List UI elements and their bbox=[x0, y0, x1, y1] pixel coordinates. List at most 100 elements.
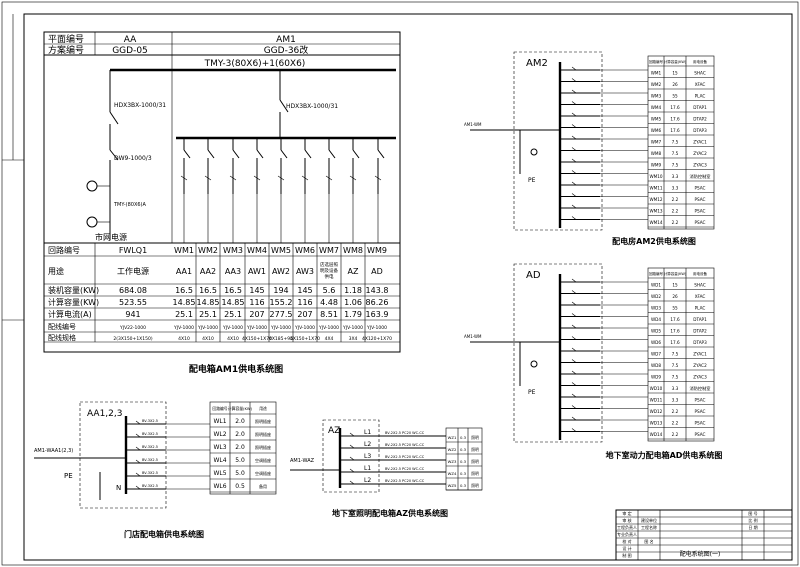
table-cell: 2.2 bbox=[672, 197, 679, 202]
col-header: 计算容量(KW) bbox=[228, 406, 253, 411]
circuits-cell: WM5 bbox=[271, 246, 291, 255]
table-cell: 3.3 bbox=[672, 398, 679, 403]
am2-title: AM2 bbox=[526, 58, 548, 69]
wire_spec-cell: 4X10 bbox=[202, 336, 214, 342]
computed-cell: 116 bbox=[249, 298, 264, 307]
right-breaker-label: HDX3BX-1000/31 bbox=[286, 103, 338, 110]
col-header: 回路编号 bbox=[649, 59, 663, 64]
installed-cell: 5.6 bbox=[323, 286, 336, 295]
current-cell: 25.1 bbox=[199, 310, 217, 319]
table-cell: PLAC bbox=[695, 306, 706, 311]
table-cell: WM12 bbox=[649, 197, 662, 202]
table-cell: XFAC bbox=[695, 294, 706, 299]
feeder-spec: BV-2X2.5 PC20 WC-CC bbox=[385, 467, 425, 471]
table-cell: WD12 bbox=[650, 409, 663, 414]
current-cell: 25.1 bbox=[175, 310, 193, 319]
table-cell: PSAC bbox=[695, 209, 706, 214]
table-cell: 2.0 bbox=[235, 418, 245, 425]
ct-symbol bbox=[530, 148, 538, 156]
current-cell: 25.1 bbox=[224, 310, 242, 319]
table-cell: 2.2 bbox=[672, 220, 679, 225]
table-cell: 17.6 bbox=[670, 128, 680, 133]
ad-box bbox=[513, 263, 603, 443]
inner-border bbox=[23, 13, 793, 561]
circuits-cell: WM1 bbox=[174, 246, 194, 255]
wire_spec-cell: 4X150+1X70 bbox=[290, 336, 320, 342]
titleblock-label: 审 定 bbox=[622, 510, 631, 516]
table-cell: ZYAC3 bbox=[693, 163, 707, 168]
table-cell: WM9 bbox=[651, 163, 662, 168]
table-cell: ZYAC1 bbox=[693, 352, 707, 357]
usage-cell: AA1 bbox=[176, 267, 192, 276]
table-cell: 照明插座 bbox=[255, 431, 271, 437]
svg-text:AM1-WAZ: AM1-WAZ bbox=[290, 458, 315, 464]
table-cell: WZ2 bbox=[448, 447, 457, 452]
table-cell: 17.6 bbox=[670, 105, 680, 110]
am1-label: AM1 bbox=[276, 35, 296, 45]
table-cell: 照明 bbox=[471, 447, 479, 452]
table-cell: SHAC bbox=[694, 283, 706, 288]
table-cell: DTAP2 bbox=[693, 117, 707, 122]
table-cell: WM10 bbox=[649, 174, 662, 179]
wire_no-cell: YJV-1000 bbox=[173, 325, 194, 331]
table-cell: 2.2 bbox=[672, 409, 679, 414]
branch-breaker bbox=[352, 149, 360, 159]
table-cell: 55 bbox=[672, 94, 678, 99]
table-cell: 照明 bbox=[471, 483, 479, 488]
aa-title: AA1,2,3 bbox=[87, 409, 122, 419]
table-cell: DTAP1 bbox=[693, 317, 707, 322]
feeder-spec: BV-3X2.5 bbox=[142, 432, 158, 436]
table-cell: 17.6 bbox=[670, 340, 680, 345]
table-cell: 2.0 bbox=[235, 444, 245, 451]
table-cell: SHAC bbox=[694, 71, 706, 76]
wire_spec-cell: 4X10 bbox=[227, 336, 239, 342]
usage-cell: AW3 bbox=[296, 267, 314, 276]
installed-cell: 145 bbox=[249, 286, 264, 295]
az-caption: 地下室照明配电箱AZ供电系统图 bbox=[332, 508, 448, 518]
circuits-cell: WM6 bbox=[295, 246, 315, 255]
table-cell: 7.5 bbox=[672, 363, 679, 368]
titleblock-label: 日 期 bbox=[748, 524, 757, 530]
installed-cell: 16.5 bbox=[175, 286, 193, 295]
titleblock-label: 图 号 bbox=[748, 510, 757, 516]
table-cell: DTAP3 bbox=[693, 340, 707, 345]
table-cell: WM5 bbox=[651, 117, 662, 122]
usage-cell: AA2 bbox=[200, 267, 216, 276]
table-cell: WM8 bbox=[651, 151, 662, 156]
wire_spec-cell: 3X4 bbox=[349, 336, 358, 342]
feeder-spec: BV-2X2.5 PC20 WC-CC bbox=[385, 431, 425, 435]
phase-label: L2 bbox=[364, 441, 371, 448]
am1-system-diagram: 平面编号 方案编号 AA GGD-05 AM1 GGD-36改 TMY-3(80… bbox=[43, 31, 401, 353]
computed-cell: 1.06 bbox=[344, 298, 362, 307]
am1-data-table: 回路编号用途装机容量(KW)计算容量(KW)计算电流(A)配线编号配线规格FWL… bbox=[48, 245, 392, 342]
table-cell: WZ1 bbox=[448, 435, 457, 440]
wire_no-cell: YJV22-1000 bbox=[119, 325, 146, 331]
table-cell: WM4 bbox=[651, 105, 662, 110]
current-cell: 8.51 bbox=[320, 310, 338, 319]
aa-pe: PE bbox=[64, 472, 73, 480]
table-cell: WD10 bbox=[650, 386, 663, 391]
current-cell: 207 bbox=[249, 310, 264, 319]
svg-text:AM1-WAA1(2,3): AM1-WAA1(2,3) bbox=[34, 448, 73, 454]
row-label: 回路编号 bbox=[48, 245, 80, 255]
computed-cell: 14.85 bbox=[222, 298, 245, 307]
table-cell: WD14 bbox=[650, 432, 663, 437]
incoming-label: AM1-WM bbox=[464, 334, 482, 339]
computed-cell: 523.55 bbox=[119, 298, 147, 307]
phase-label: L3 bbox=[364, 453, 371, 460]
row-label: 配线编号 bbox=[48, 322, 76, 331]
table-cell: 26 bbox=[672, 294, 678, 299]
plane-no-label: 平面编号 bbox=[48, 33, 84, 45]
drawing-title: 配电系统图(一) bbox=[680, 550, 721, 558]
table-cell: PSAC bbox=[695, 186, 706, 191]
table-cell: PSAC bbox=[695, 421, 706, 426]
table-cell: 3.3 bbox=[672, 386, 679, 391]
table-cell: 照明 bbox=[471, 459, 479, 464]
circuits-cell: WM8 bbox=[343, 246, 363, 255]
usage-cell: AA3 bbox=[225, 267, 241, 276]
left-breaker-symbol bbox=[109, 111, 119, 125]
circuits-cell: WM4 bbox=[247, 246, 267, 255]
